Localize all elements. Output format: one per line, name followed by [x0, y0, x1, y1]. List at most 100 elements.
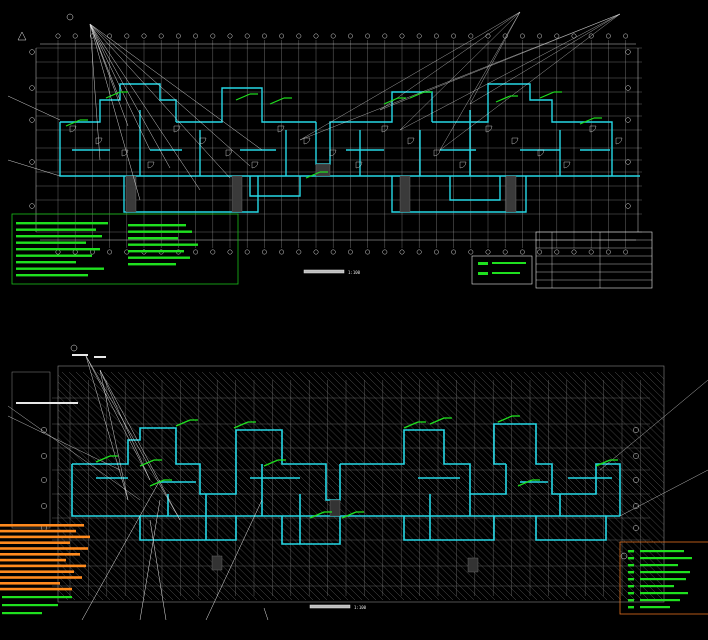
grid-bubble-icon: [625, 117, 631, 123]
hatch-stroke: [229, 371, 461, 601]
hatch-stroke: [117, 371, 349, 601]
green-note-tick: [495, 95, 511, 103]
door-swing: [173, 125, 181, 133]
note-text-line: [16, 241, 86, 244]
hatch-stroke: [96, 371, 328, 601]
grid-bubble-icon: [244, 33, 250, 39]
grid-bubble-icon: [296, 249, 302, 255]
grid-bubble-icon: [347, 33, 353, 39]
hatch-stroke: [58, 437, 223, 601]
hatch-stroke: [516, 371, 664, 519]
legend-text: [640, 585, 674, 588]
structural-column: [231, 175, 243, 213]
orange-note-line: [0, 541, 70, 544]
hatch-stroke: [58, 444, 216, 601]
grid-bubble-icon: [625, 85, 631, 91]
leader-line: [7, 95, 61, 121]
grid-bubble-icon: [141, 33, 147, 39]
hatch-stroke: [558, 371, 664, 477]
hatch-stroke: [432, 371, 664, 601]
hatch-stroke: [58, 409, 251, 601]
grid-bubble-icon: [502, 249, 508, 255]
grid-bubble-icon: [625, 203, 631, 209]
grid-lines-layer: [11, 33, 650, 596]
hatch-stroke: [145, 371, 377, 601]
grid-bubble-icon: [330, 249, 336, 255]
grid-bubble-icon: [158, 33, 164, 39]
grid-bubble-icon: [519, 249, 525, 255]
wall-segment: [449, 176, 501, 201]
orange-note-line: [0, 564, 86, 568]
hatch-stroke: [58, 430, 230, 601]
notes-layer: [0, 13, 692, 615]
door-swing: [69, 125, 77, 133]
leader-line: [89, 23, 201, 191]
lower-scale-bar: [309, 604, 351, 609]
grid-bubble-icon: [330, 33, 336, 39]
hatch-stroke: [58, 485, 174, 601]
legend-text: [640, 592, 688, 595]
hatch-stroke: [306, 371, 538, 601]
section-marker-icon: [70, 344, 78, 352]
legend-swatch: [628, 578, 634, 581]
wall-segment: [60, 83, 177, 123]
structural-column: [467, 557, 479, 573]
green-note-tick: [263, 459, 279, 467]
door-swing: [459, 161, 467, 169]
door-swing: [381, 125, 389, 133]
leader-line: [139, 499, 161, 621]
green-note-tick: [579, 117, 595, 125]
hatch-stroke: [495, 371, 664, 539]
grid-bubble-icon: [519, 33, 525, 39]
hatch-stroke: [58, 492, 167, 601]
hatch-stroke: [75, 371, 307, 601]
grid-bubble-icon: [485, 249, 491, 255]
grid-bubble-icon: [382, 249, 388, 255]
green-note-tick: [497, 415, 513, 423]
hatch-stroke: [257, 371, 489, 601]
green-note-tick: [139, 459, 155, 467]
grid-bubble-icon: [588, 33, 594, 39]
legend-frames-layer: [11, 213, 708, 615]
hatch-stroke: [404, 371, 636, 601]
hatch-stroke: [334, 371, 566, 601]
green-note-tick: [429, 417, 445, 425]
grid-bubble-icon: [107, 249, 113, 255]
north-arrow-icon: [17, 31, 27, 41]
grid-bubble-icon: [468, 249, 474, 255]
green-note-tick: [309, 511, 325, 519]
door-swing: [407, 137, 415, 145]
wall-segment: [403, 516, 495, 541]
grid-bubble-icon: [244, 249, 250, 255]
leader-line: [89, 23, 171, 169]
leader-line: [149, 519, 167, 621]
door-swing: [277, 125, 285, 133]
leader-line: [399, 11, 521, 131]
structural-column: [329, 499, 341, 517]
hatch-stroke: [397, 371, 629, 601]
hatch-stroke: [572, 371, 664, 463]
green-note-tick: [341, 511, 357, 519]
grid-bubble-icon: [623, 33, 629, 39]
hatch-stroke: [313, 371, 545, 601]
door-swing: [511, 137, 519, 145]
hatch-stroke: [488, 371, 664, 546]
grid-bubble-icon: [399, 249, 405, 255]
hatch-stroke: [187, 371, 419, 601]
hatch-stroke: [250, 371, 482, 601]
structural-column: [505, 175, 517, 213]
leader-line: [89, 23, 101, 161]
green-note-tick: [149, 479, 165, 487]
grid-bubble-icon: [605, 33, 611, 39]
hatch-stroke: [467, 371, 664, 567]
note-text-line: [16, 228, 96, 231]
door-swing: [303, 137, 311, 145]
leader-line: [7, 159, 61, 177]
legend-swatch: [478, 272, 488, 275]
legend-text: [640, 606, 670, 609]
note-text-line: [128, 250, 184, 253]
grid-bubble-icon: [72, 33, 78, 39]
leader-line: [439, 13, 621, 151]
hatch-stroke: [166, 371, 398, 601]
